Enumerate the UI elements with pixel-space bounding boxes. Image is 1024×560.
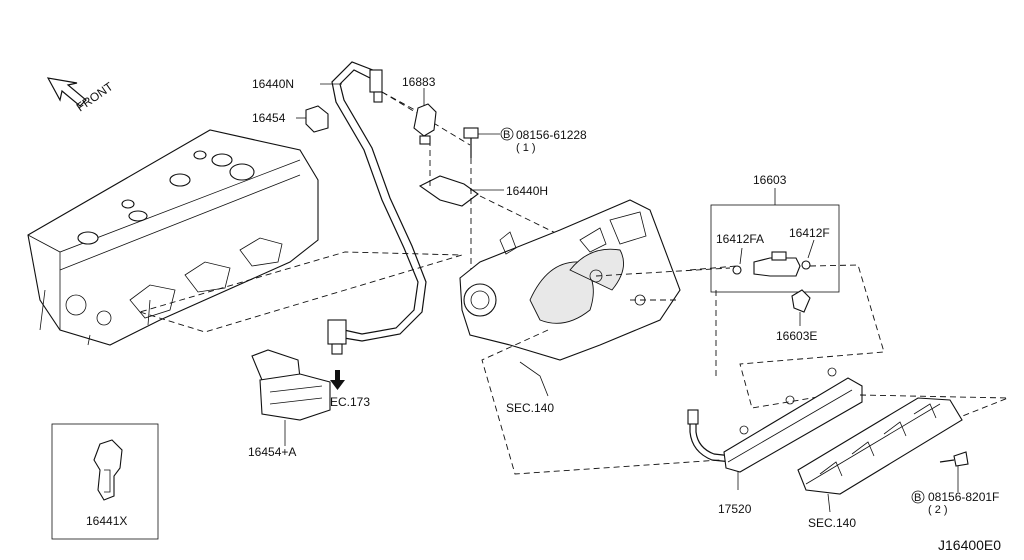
front-arrow-icon	[46, 77, 87, 107]
front-label: FRONT	[74, 79, 116, 115]
bolt-61228	[463, 127, 479, 158]
bolt-8201F	[939, 451, 969, 467]
label-16440N: 16440N	[252, 77, 294, 91]
bracket-16454A	[251, 349, 331, 421]
diagram-code: J16400E0	[938, 537, 1001, 553]
pcv-hose	[327, 61, 427, 355]
sec173-arrow-icon	[330, 370, 345, 390]
fuel-hose-17520	[687, 409, 733, 463]
label-08156-61228: 08156-61228	[516, 128, 587, 142]
fuel-rail	[723, 367, 863, 473]
qty-08156-8201F: ( 2 )	[928, 504, 948, 516]
fuel-injector	[732, 251, 811, 313]
label-sec140-b: SEC.140	[808, 516, 856, 530]
label-08156-8201F: 08156-8201F	[928, 490, 999, 504]
manifold-cover	[797, 397, 963, 495]
label-16412FA: 16412FA	[716, 232, 764, 246]
inset-box-16441X	[51, 423, 159, 540]
label-16441X: 16441X	[86, 514, 127, 528]
label-16412F: 16412F	[789, 226, 830, 240]
bolt-symbol-2: B	[914, 492, 921, 504]
clip-16454	[305, 105, 329, 133]
label-16454A: 16454+A	[248, 445, 296, 459]
qty-08156-61228: ( 1 )	[516, 142, 536, 154]
connector-16883	[413, 103, 437, 145]
intake-manifold	[459, 199, 681, 361]
bolt-symbol-1: B	[503, 129, 510, 141]
label-16440H: 16440H	[506, 184, 548, 198]
label-sec173: SEC.173	[322, 395, 370, 409]
label-16883: 16883	[402, 75, 436, 89]
label-17520: 17520	[718, 502, 752, 516]
label-16603: 16603	[753, 173, 787, 187]
bracket-16440H	[418, 175, 479, 207]
label-16454: 16454	[252, 111, 286, 125]
cylinder-head	[27, 129, 319, 346]
label-sec140-a: SEC.140	[506, 401, 554, 415]
label-16603E: 16603E	[776, 329, 817, 343]
injector-group-box	[710, 204, 840, 293]
